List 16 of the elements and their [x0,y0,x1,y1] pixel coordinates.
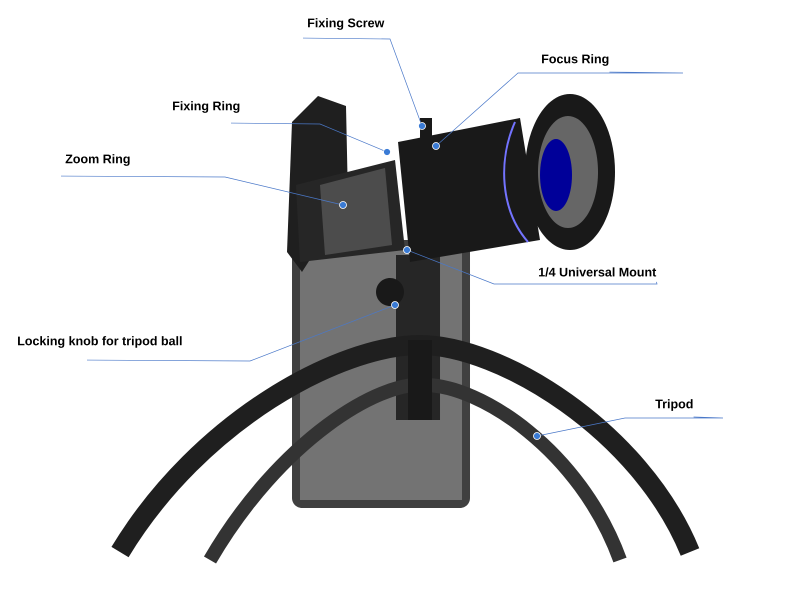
leader-line [86,306,392,362]
marker-dot [403,246,411,254]
marker-dot [383,148,391,156]
part-label: Tripod [655,399,693,411]
part-label: Locking knob for tripod ball [18,336,182,348]
part-label: 1/4 Universal Mount [539,267,656,277]
part-label: Fixing Ring [173,101,240,113]
marker-dot [418,122,426,130]
marker-dot [533,432,541,440]
part-label: Zoom Ring [66,154,130,166]
part-label: Fixing Screw [308,18,384,30]
leader-line [410,251,658,284]
marker-dot [339,201,347,209]
part-label: Focus Ring [542,54,608,66]
marker-dot [432,142,440,150]
marker-dot [391,301,399,309]
